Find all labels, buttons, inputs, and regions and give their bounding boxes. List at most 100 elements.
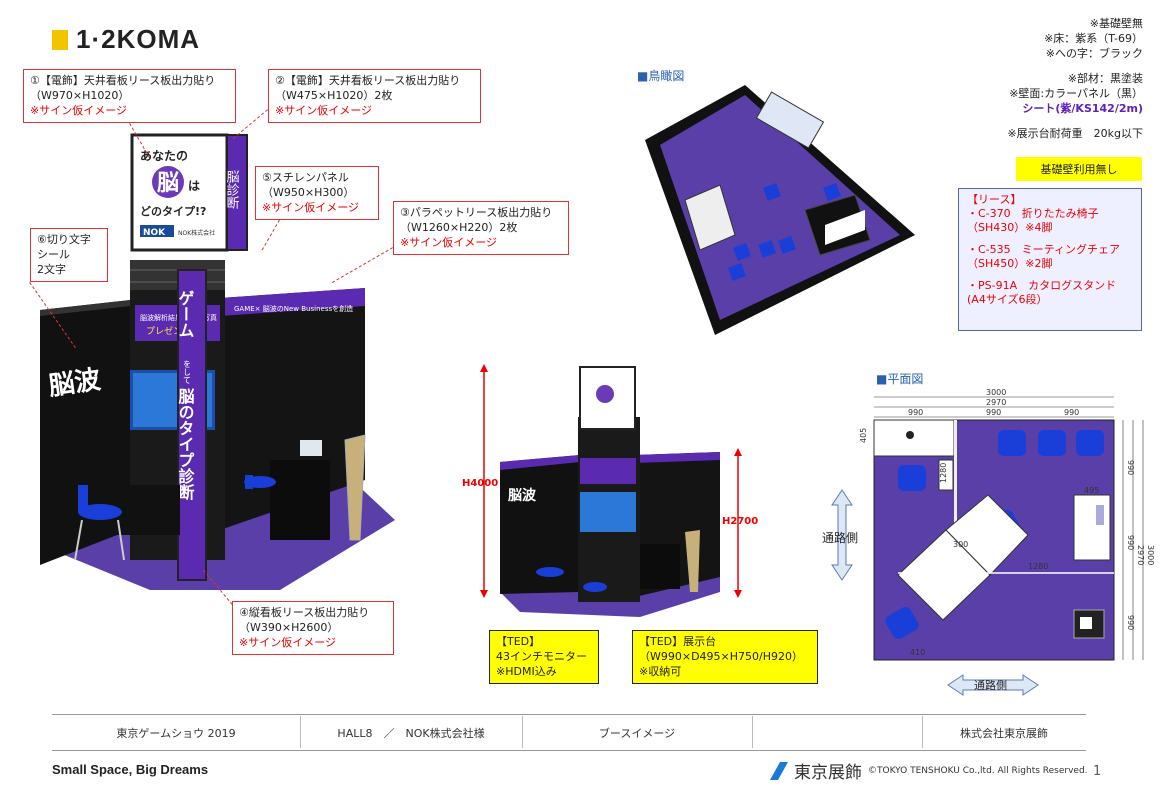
lease-item: ・C-370 折りたたみ椅子 xyxy=(967,207,1099,220)
note-7: ※展示台耐荷重 20kg以下 xyxy=(1007,127,1143,140)
copyright-text: ©TOKYO TENSHOKU Co.,ltd. All Rights Rese… xyxy=(868,765,1088,776)
birdseye-chair xyxy=(733,243,751,261)
note-3: ※への字：ブラック xyxy=(1045,47,1143,60)
footer-top-rule xyxy=(52,714,1086,715)
copyright: 東京展飾 ©TOKYO TENSHOKU Co.,ltd. All Rights… xyxy=(768,758,1088,783)
display-table xyxy=(270,460,330,540)
lease-item-sub: （SH430）※4脚 xyxy=(967,221,1053,234)
dim-3000: 3000 xyxy=(986,388,1006,397)
birdseye-floor xyxy=(660,95,900,320)
dim-990-v: 990 xyxy=(1126,460,1135,475)
vertical-signboard xyxy=(177,269,207,581)
aisle-bottom-label: 通路側 xyxy=(974,679,1007,692)
footer-event: 東京ゲームショウ 2019 xyxy=(116,727,236,740)
note-1: ※基礎壁無 xyxy=(1089,17,1143,30)
cut-letters: 脳波 xyxy=(46,365,104,402)
birdseye-label: ■鳥瞰図 xyxy=(637,69,685,83)
callout-3-title: ③パラペットリース板出力貼り xyxy=(400,206,553,219)
lease-box: 【リース】 ・C-370 折りたたみ椅子 （SH430）※4脚 ・C-535 ミ… xyxy=(958,188,1142,331)
callout-2-size: （W475×H1020）2枚 xyxy=(275,89,393,102)
callout-5-size: （W950×H300） xyxy=(262,186,355,199)
spec-notes: ※基礎壁無 ※床：紫系（T-69） ※への字：ブラック ※部材：黒塗装 ※壁面:… xyxy=(1007,16,1143,141)
birdseye-chair xyxy=(778,236,796,254)
birdseye-view xyxy=(645,85,915,335)
callout-4-title: ④縦看板リース板出力貼り xyxy=(239,606,370,619)
booth-perspective-render: GAME× 脳波のNew Businessを創造 脳波解析結果と記念写真 プレゼ… xyxy=(40,133,395,590)
lease-item: ・PS-91A カタログスタンド xyxy=(967,279,1117,292)
callout-5-title: ⑤スチレンパネル xyxy=(262,171,349,184)
dim-h4000: H4000 xyxy=(462,478,498,489)
note-6: シート(紫/KS142/2m) xyxy=(1022,102,1143,115)
aisle-arrow-left xyxy=(831,489,853,581)
logo-square-icon xyxy=(52,29,68,50)
plan-chair xyxy=(885,606,919,640)
footer-separator xyxy=(752,716,753,748)
callout-6: ⑥切り文字 シール 2文字 xyxy=(30,228,108,282)
callout-4-note: ※サイン仮イメージ xyxy=(239,636,336,649)
aisle-side-label: 通路側 xyxy=(822,530,858,545)
footer-separator xyxy=(300,716,301,748)
dim-1280: 1280 xyxy=(939,463,948,483)
callout-3: ③パラペットリース板出力貼り （W1260×H220）2枚 ※サイン仮イメージ xyxy=(393,201,569,255)
birdseye-chair xyxy=(758,240,776,258)
page-number: 1 xyxy=(1093,764,1102,779)
callout-5-note: ※サイン仮イメージ xyxy=(262,201,359,214)
dim-h2700: H2700 xyxy=(722,516,758,527)
plan-chair xyxy=(898,465,926,491)
footer-doc: ブースイメージ xyxy=(598,727,676,740)
callout-6-line3: 2文字 xyxy=(37,263,66,276)
vertical-top: ゲーム xyxy=(176,290,195,338)
note-5: ※壁面:カラーパネル（黒） xyxy=(1009,87,1143,100)
nok-full: NOK株式会社 xyxy=(178,229,215,237)
dim-300: 300 xyxy=(953,540,968,549)
dim-990: 990 xyxy=(908,408,923,417)
ted-callout-monitor: 【TED】 43インチモニター ※HDMI込み xyxy=(489,630,599,684)
plan-label: ■平面図 xyxy=(876,372,924,386)
footer-company: 株式会社東京展飾 xyxy=(960,727,1048,740)
birdseye-chair xyxy=(823,183,841,201)
parapet-text: GAME× 脳波のNew Businessを創造 xyxy=(234,304,353,313)
callout-4: ④縦看板リース板出力貼り （W390×H2600） ※サイン仮イメージ xyxy=(232,601,394,655)
dim-990: 990 xyxy=(1064,408,1079,417)
lease-item-sub: （SH450）※2脚 xyxy=(967,257,1053,270)
callout-2-note: ※サイン仮イメージ xyxy=(275,104,372,117)
callout-2-title: ②【電飾】天井看板リース板出力貼り xyxy=(275,74,461,87)
callout-3-note: ※サイン仮イメージ xyxy=(400,236,497,249)
company-logo: 1·2KOMA xyxy=(52,24,200,55)
birdseye-chair xyxy=(728,263,746,281)
birdseye-counter xyxy=(684,184,736,251)
sign-brain: 脳 xyxy=(157,171,179,196)
floor-plan: 3000 2970 990 990 990 405 1280 495 300 1… xyxy=(822,388,1155,696)
ted1-title: 【TED】 xyxy=(496,635,541,648)
callout-5: ⑤スチレンパネル （W950×H300） ※サイン仮イメージ xyxy=(255,166,379,220)
ted2-line2: （W990×D495×H750/H920） xyxy=(639,650,804,663)
left-wall xyxy=(40,300,130,565)
callout-1-size: （W970×H1020） xyxy=(30,89,130,102)
dim-2970-v: 2970 xyxy=(1136,545,1145,565)
plan-chair xyxy=(998,430,1026,456)
vertical-bottom: 脳のタイプ診断 xyxy=(176,388,195,501)
catalog-stand xyxy=(344,434,366,541)
callout-2: ②【電飾】天井看板リース板出力貼り （W475×H1020）2枚 ※サイン仮イメ… xyxy=(268,69,481,123)
callout-6-line2: シール xyxy=(37,248,70,261)
callout-1: ①【電飾】天井看板リース板出力貼り （W970×H1020） ※サイン仮イメージ xyxy=(23,69,236,123)
lease-item: ・C-535 ミーティングチェア xyxy=(967,243,1120,256)
vertical-small: をして xyxy=(183,360,192,384)
lease-item-sub: (A4サイズ6段） xyxy=(967,293,1048,306)
tenshoku-logo-icon xyxy=(770,761,788,780)
footer-separator xyxy=(922,716,923,748)
ted2-title: 【TED】展示台 xyxy=(639,635,717,648)
dim-990-v: 990 xyxy=(1126,615,1135,630)
dim-405: 405 xyxy=(859,428,868,443)
callout-1-note: ※サイン仮イメージ xyxy=(30,104,127,117)
callout-4-size: （W390×H2600） xyxy=(239,621,339,634)
front-view: H4000 H2700 脳波 xyxy=(462,364,758,617)
callout-1-title: ①【電飾】天井看板リース板出力貼り xyxy=(30,74,216,87)
aisle-arrow-bottom xyxy=(947,674,1039,696)
callout-6-title: ⑥切り文字 xyxy=(37,233,91,246)
birdseye-chair xyxy=(763,183,781,201)
footer-separator xyxy=(522,716,523,748)
plan-chair xyxy=(1076,430,1104,456)
sign-bottom: どのタイプ!? xyxy=(140,204,206,218)
sign-ha: は xyxy=(188,179,200,193)
